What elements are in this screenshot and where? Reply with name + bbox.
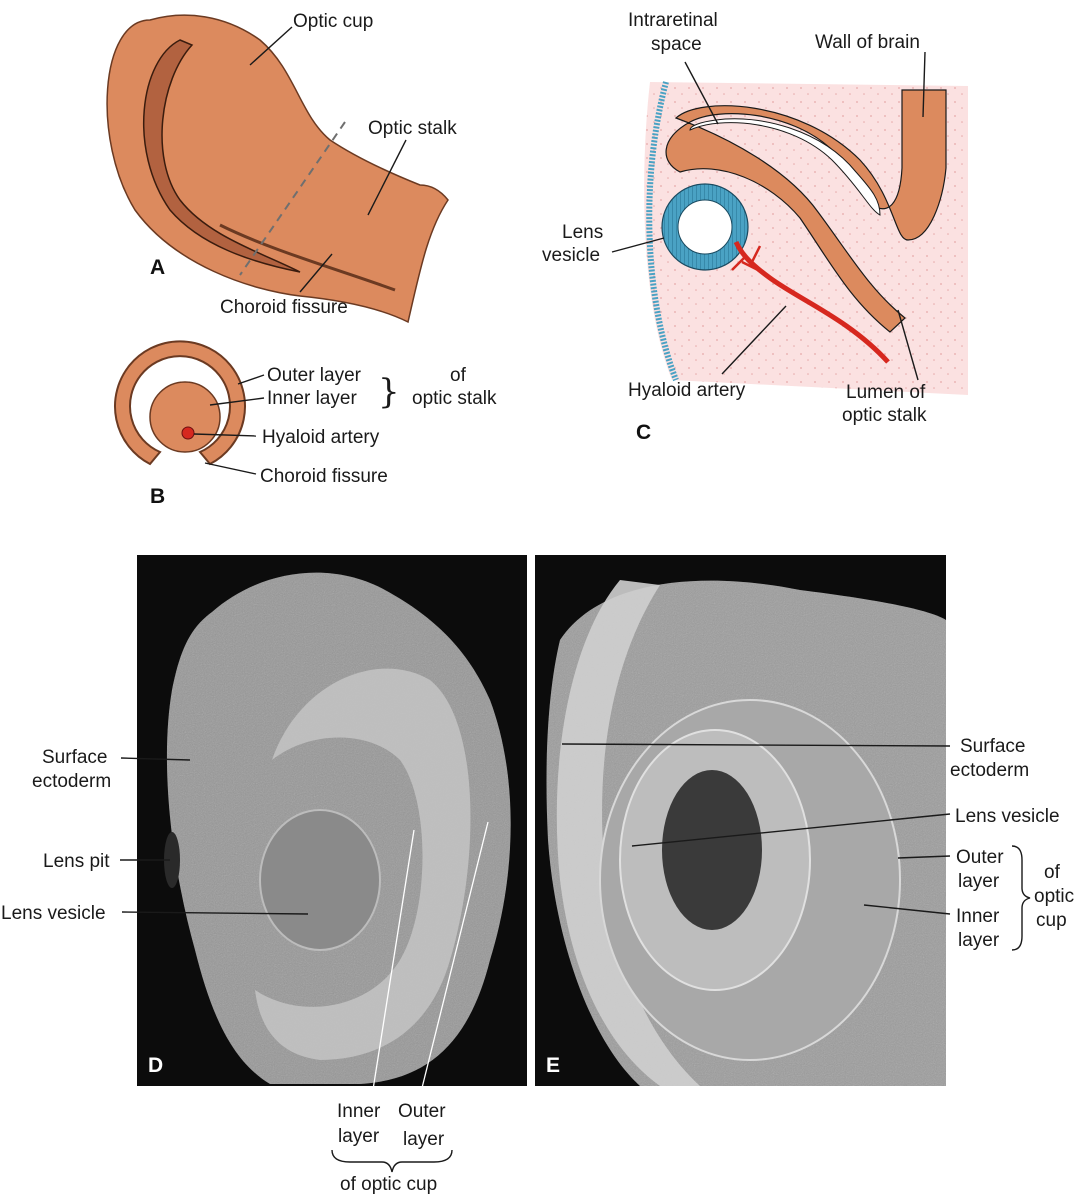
cup-label-e: cup [1036, 910, 1067, 931]
hyaloid-artery-dot [182, 427, 194, 439]
panel-b-letter: B [150, 485, 165, 508]
surface-label-1: Surface [960, 736, 1025, 757]
inner-layer-label: Inner layer [267, 388, 357, 409]
of-label: of [450, 365, 467, 386]
surface-label-1: Surface [42, 747, 107, 768]
choroid-fissure-leader [205, 463, 256, 474]
lens-vesicle-d [260, 810, 380, 950]
lens-lumen-e [662, 770, 762, 930]
panel-c-letter: C [636, 421, 651, 444]
optic-cup-brace-e [1012, 846, 1030, 950]
intraretinal-label-1: Intraretinal [628, 10, 718, 31]
panel-a-letter: A [150, 256, 165, 279]
optic-cup-label: Optic cup [293, 11, 373, 32]
panel-d: Surface ectoderm Lens pit Lens vesicle D… [1, 555, 527, 1195]
lens-vesicle-lumen [678, 200, 732, 254]
optic-label-e: optic [1034, 886, 1074, 907]
panel-d-letter: D [148, 1054, 163, 1077]
outer-layer-leader [238, 375, 264, 384]
hyaloid-artery-label: Hyaloid artery [262, 427, 380, 448]
choroid-fissure-label: Choroid fissure [220, 297, 348, 318]
inner-label-1: Inner [337, 1101, 381, 1122]
lens-vesicle-label-e: Lens vesicle [955, 806, 1060, 827]
panel-c: Intraretinal space Wall of brain Lens ve… [542, 10, 968, 444]
inner-label-2: layer [958, 930, 1000, 951]
of-label-e: of [1044, 862, 1061, 883]
outer-layer-label: Outer layer [267, 365, 362, 386]
panel-a: Optic cup Optic stalk Choroid fissure A [107, 11, 457, 322]
hyaloid-artery-label: Hyaloid artery [628, 380, 746, 401]
optic-stalk-label: Optic stalk [368, 118, 457, 139]
wall-of-brain-label: Wall of brain [815, 32, 920, 53]
brace: } [378, 372, 400, 412]
inner-label-1: Inner [956, 906, 1000, 927]
stalk-inner-lumen [150, 382, 220, 452]
lens-vesicle-label-d: Lens vesicle [1, 903, 106, 924]
outer-label-1: Outer [956, 847, 1004, 868]
lens-label-2: vesicle [542, 245, 600, 266]
lumen-label-1: Lumen of [846, 382, 926, 403]
panel-e: Surface ectoderm Lens vesicle Outer laye… [535, 555, 1074, 1086]
outer-label-2: layer [403, 1129, 445, 1150]
lens-pit-label: Lens pit [43, 851, 110, 872]
surface-label-2: ectoderm [32, 771, 111, 792]
of-optic-cup-brace [332, 1150, 452, 1172]
choroid-fissure-label: Choroid fissure [260, 466, 388, 487]
lens-label-1: Lens [562, 222, 603, 243]
of-optic-cup-label: of optic cup [340, 1174, 437, 1195]
surface-label-2: ectoderm [950, 760, 1029, 781]
optic-stalk-label: optic stalk [412, 388, 497, 409]
outer-label-1: Outer [398, 1101, 446, 1122]
intraretinal-label-2: space [651, 34, 702, 55]
outer-label-2: layer [958, 871, 1000, 892]
lumen-label-2: optic stalk [842, 405, 927, 426]
panel-e-letter: E [546, 1054, 560, 1077]
inner-label-2: layer [338, 1126, 380, 1147]
panel-b: Outer layer Inner layer } of optic stalk… [115, 341, 497, 508]
